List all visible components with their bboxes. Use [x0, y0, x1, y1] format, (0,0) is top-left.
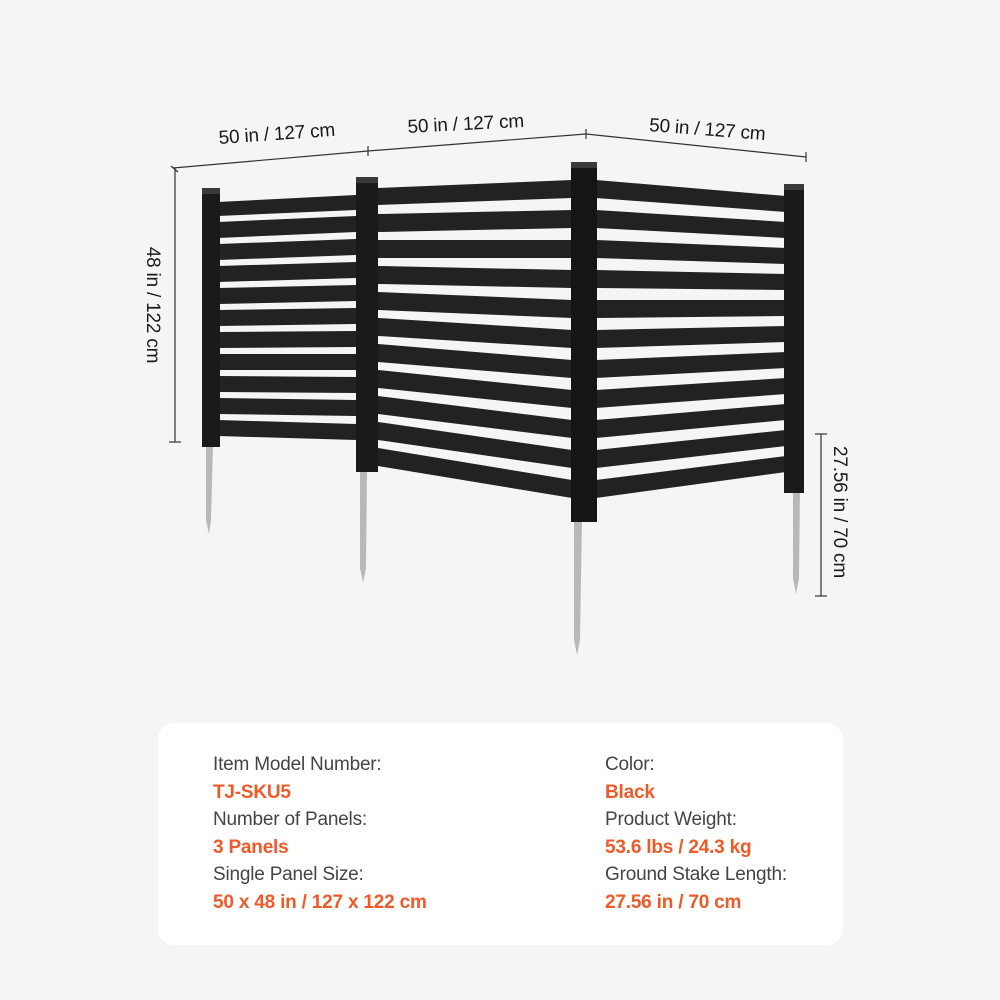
ground-stakes: [206, 445, 800, 655]
panel-3-slats: [596, 180, 786, 498]
weight-value: 53.6 lbs / 24.3 kg: [605, 836, 752, 858]
spec-column-right: Color: Black Product Weight: 53.6 lbs / …: [605, 751, 787, 916]
dimension-lines: [169, 129, 827, 597]
stake-length-label: 27.56 in / 70 cm: [829, 446, 850, 578]
panel-size-label: Single Panel Size:: [213, 864, 364, 885]
product-illustration: 50 in / 127 cm 50 in / 127 cm 50 in / 12…: [142, 111, 850, 655]
panel-1-slats: [218, 195, 356, 440]
panel-count-label: Number of Panels:: [213, 809, 367, 830]
panel-size-value: 50 x 48 in / 127 x 122 cm: [213, 891, 427, 913]
panel-height-label: 48 in / 122 cm: [142, 246, 163, 364]
stake-length-spec-value: 27.56 in / 70 cm: [605, 891, 742, 913]
spec-card: Item Model Number: TJ-SKU5 Number of Pan…: [158, 723, 843, 945]
color-value: Black: [605, 781, 655, 803]
color-label: Color:: [605, 754, 655, 775]
panel-count-value: 3 Panels: [213, 836, 289, 858]
model-number-label: Item Model Number:: [213, 754, 382, 775]
fence-posts: [202, 162, 804, 522]
fence-drawing: [169, 129, 827, 655]
weight-label: Product Weight:: [605, 809, 737, 830]
stake-length-spec-label: Ground Stake Length:: [605, 864, 787, 885]
spec-column-left: Item Model Number: TJ-SKU5 Number of Pan…: [213, 751, 427, 916]
panel-2-slats: [378, 180, 572, 498]
model-number-value: TJ-SKU5: [213, 781, 291, 803]
